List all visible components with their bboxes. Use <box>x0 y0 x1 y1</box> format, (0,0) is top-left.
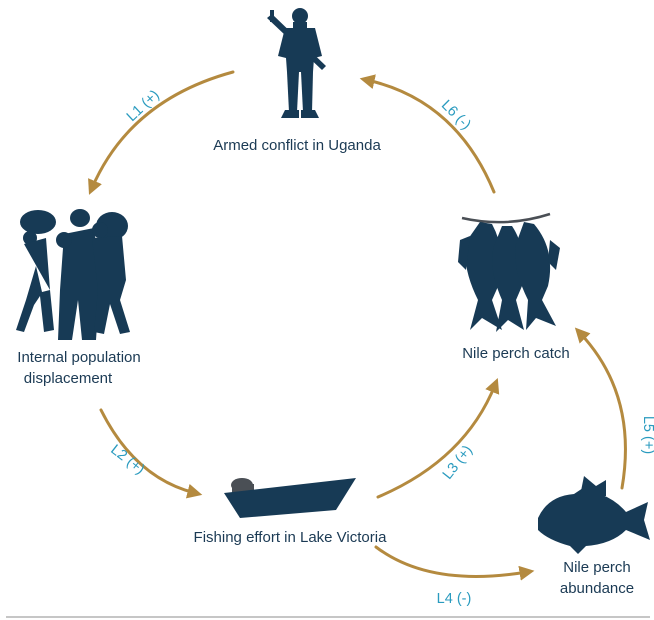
displaced-people-icon <box>16 209 130 340</box>
node-label-conflict: Armed conflict in Uganda <box>213 137 381 154</box>
node-label-effort: Fishing effort in Lake Victoria <box>194 529 388 546</box>
link-arrow-l3 <box>376 378 500 499</box>
armed-soldier-icon <box>267 8 326 118</box>
perch-fish-icon <box>538 476 650 554</box>
node-label-abundance-line2: abundance <box>560 580 634 597</box>
hanging-fish-icon <box>458 212 560 332</box>
link-arrow-l5 <box>574 327 627 490</box>
link-arrow-l6 <box>359 74 496 194</box>
fishing-boat-icon <box>224 478 356 518</box>
node-label-abundance-line1: Nile perch <box>563 559 631 576</box>
node-label-catch: Nile perch catch <box>462 345 570 362</box>
link-label-l3: L3 (+) <box>440 443 476 483</box>
link-arrow-l1 <box>88 70 235 195</box>
link-arrow-l2 <box>99 408 203 499</box>
link-label-l2: L2 (+) <box>107 442 147 478</box>
link-label-l6: L6 (-) <box>438 97 474 133</box>
link-arrow-l4 <box>374 545 535 581</box>
link-label-l5: L5 (+) <box>640 416 654 454</box>
node-label-displacement-line2: displacement <box>24 370 113 387</box>
node-label-displacement-line1: Internal population <box>17 349 140 366</box>
link-label-l4: L4 (-) <box>437 591 472 607</box>
